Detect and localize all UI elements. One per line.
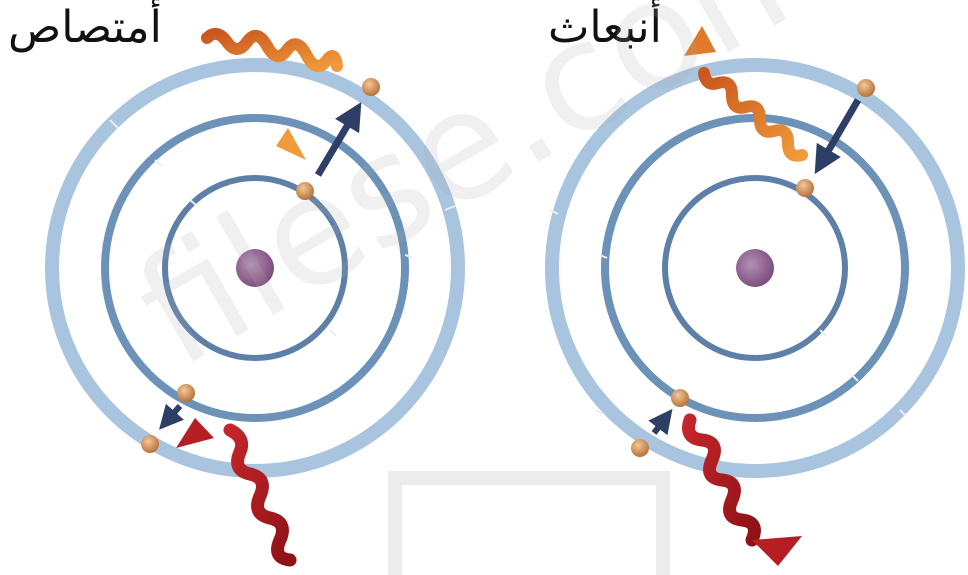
nucleus	[236, 249, 274, 287]
transition-arrow-down	[165, 406, 180, 423]
photon-arrowhead	[276, 128, 306, 160]
watermark-box	[395, 478, 663, 575]
electron-middle	[177, 384, 195, 402]
incoming-photon-red	[230, 430, 290, 560]
photon-arrowhead	[752, 536, 802, 566]
outgoing-photon-red	[689, 420, 755, 540]
electron-outer	[857, 79, 875, 97]
electron-outer-bottom	[141, 435, 159, 453]
electron-middle	[671, 389, 689, 407]
transition-arrow-up	[654, 416, 667, 433]
nucleus	[736, 249, 774, 287]
electron-outer	[362, 78, 380, 96]
photon-arrowhead	[176, 418, 214, 448]
electron-inner	[796, 179, 814, 197]
transition-arrow-up	[318, 111, 356, 175]
photon-arrowhead	[684, 26, 716, 56]
emission-label: أنبعاث	[548, 6, 662, 50]
electron-inner	[296, 182, 314, 200]
absorption-label: أمتصاص	[8, 6, 162, 50]
electron-outer-bottom	[631, 439, 649, 457]
